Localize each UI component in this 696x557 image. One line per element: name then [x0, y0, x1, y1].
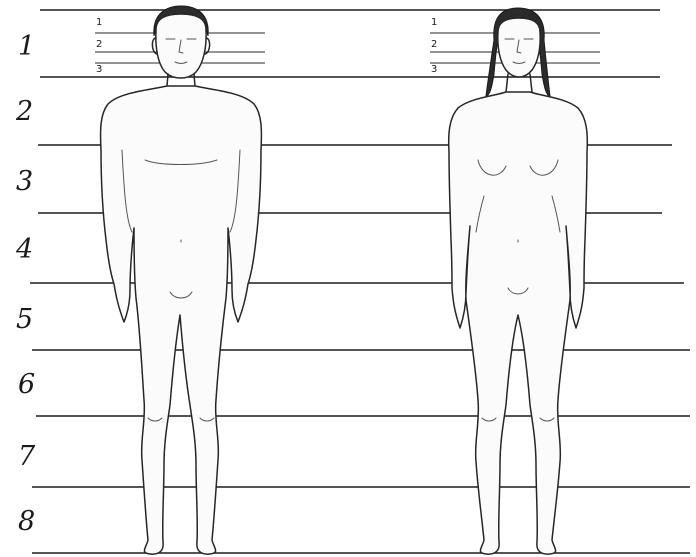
- female-head-sub-label-2: 2: [431, 39, 437, 50]
- male-figure: [101, 6, 262, 554]
- scale-label-2: 2: [15, 96, 33, 127]
- head-sub-labels-male: 1 2 3: [96, 17, 102, 75]
- scale-label-7: 7: [18, 441, 36, 472]
- male-head-sub-label-1: 1: [96, 17, 102, 28]
- male-head-sub-label-3: 3: [96, 64, 102, 75]
- scale-numbers: 1 2 3 4 5 6 7 8: [15, 31, 36, 537]
- female-head-sub-label-3: 3: [431, 64, 437, 75]
- head-sub-labels-female: 1 2 3: [431, 17, 437, 75]
- scale-label-1: 1: [18, 31, 35, 62]
- scale-label-6: 6: [18, 369, 35, 400]
- scale-label-5: 5: [16, 304, 33, 335]
- scale-label-4: 4: [15, 234, 33, 265]
- female-head: [498, 18, 540, 77]
- scale-label-3: 3: [16, 166, 33, 197]
- male-body: [101, 86, 262, 554]
- female-head-sub-label-1: 1: [431, 17, 437, 28]
- scale-label-8: 8: [18, 506, 35, 537]
- male-head-sub-label-2: 2: [96, 39, 102, 50]
- male-head: [156, 14, 206, 78]
- female-body: [449, 92, 588, 554]
- female-figure: [449, 8, 588, 554]
